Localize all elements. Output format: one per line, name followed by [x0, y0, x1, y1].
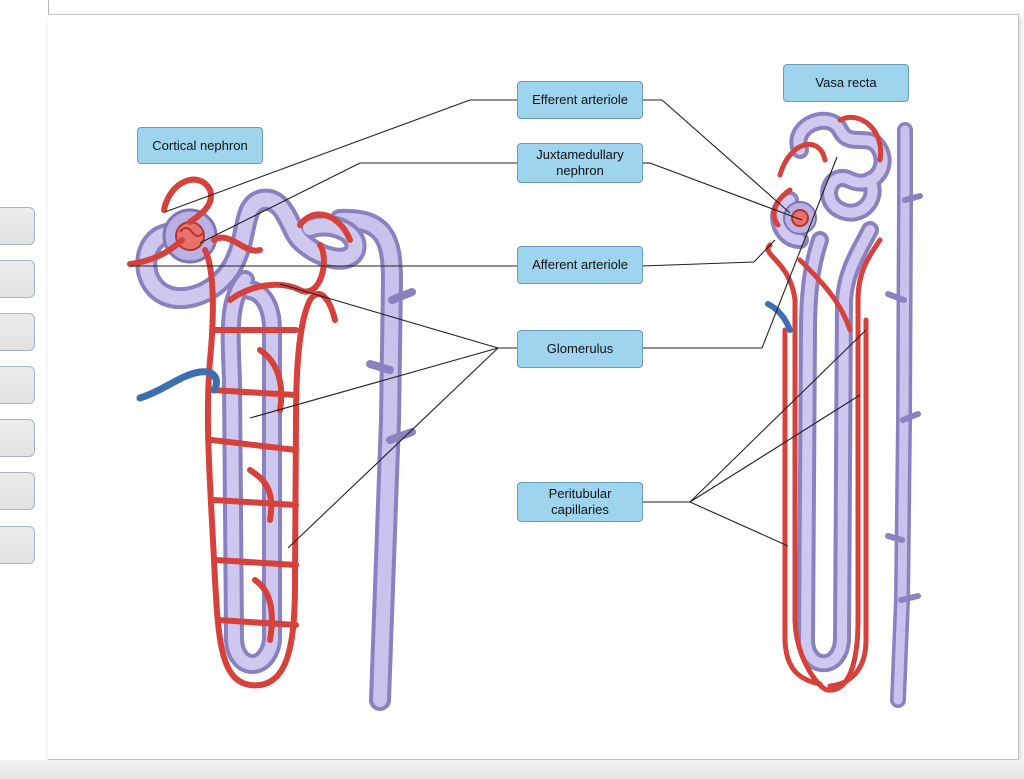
label-vasa-recta: Vasa recta [783, 64, 909, 102]
label-efferent-arteriole: Efferent arteriole [517, 81, 643, 119]
label-glomerulus: Glomerulus [517, 330, 643, 368]
label-afferent-arteriole: Afferent arteriole [517, 246, 643, 284]
answer-slot-4[interactable] [0, 366, 35, 404]
answer-slot-5[interactable] [0, 419, 35, 457]
answer-slot-7[interactable] [0, 526, 35, 564]
answer-slot-6[interactable] [0, 472, 35, 510]
leader-lines [130, 99, 867, 549]
juxtamedullary-nephron-illustration [765, 111, 923, 708]
nephron-diagram [127, 99, 923, 711]
answer-slot-3[interactable] [0, 313, 35, 351]
bottom-scroll-area [0, 760, 1024, 779]
label-juxtamedullary-nephron: Juxtamedullary nephron [517, 143, 643, 183]
renal-vein-branch [136, 368, 220, 402]
answer-slot-1[interactable] [0, 207, 35, 245]
cortical-nephron-illustration [127, 176, 416, 711]
label-peritubular-capillaries: Peritubular capillaries [517, 482, 643, 522]
label-cortical-nephron: Cortical nephron [137, 127, 263, 164]
answer-slot-2[interactable] [0, 260, 35, 298]
answer-sidebar [0, 0, 49, 760]
